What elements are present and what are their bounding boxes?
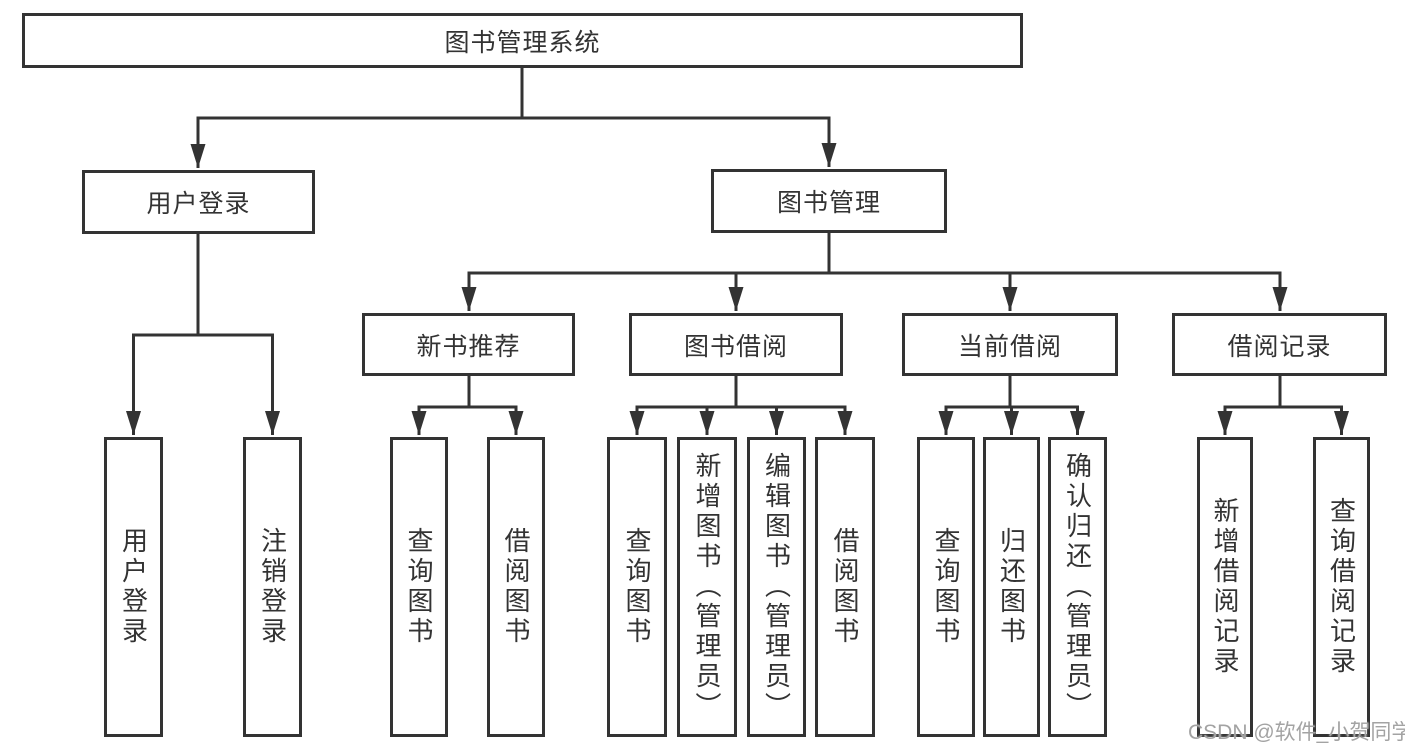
node-label: 当前借阅 [957, 332, 1062, 361]
connector-borrow-split [635, 376, 847, 409]
node-user-login: 用户登录 [82, 170, 315, 234]
leaf-label: 新增借阅记录 [1210, 497, 1240, 677]
leaf-edit-books-admin: 编辑图书（管理员） [747, 437, 806, 737]
leaf-label: 用户登录 [118, 527, 149, 647]
node-label: 新书推荐 [416, 332, 521, 361]
node-label: 图书借阅 [683, 332, 788, 361]
leaf-logout: 注销登录 [243, 437, 302, 737]
leaf-borrow-books: 借阅图书 [487, 437, 545, 737]
leaf-label: 编辑图书（管理员） [761, 452, 792, 722]
node-label: 借阅记录 [1227, 332, 1332, 361]
leaf-label: 查询图书 [931, 527, 961, 647]
leaf-query-books: 查询图书 [607, 437, 667, 737]
leaf-return-books: 归还图书 [983, 437, 1040, 737]
leaf-label: 注销登录 [257, 527, 288, 647]
leaf-confirm-return-admin: 确认归还（管理员） [1048, 437, 1107, 737]
leaf-label: 借阅图书 [501, 527, 531, 647]
leaf-query-books: 查询图书 [390, 437, 448, 737]
connector-book-mgmt-split [467, 233, 1282, 275]
connector-new-rec-split [417, 376, 518, 409]
leaf-label: 查询借阅记录 [1326, 497, 1357, 677]
node-library-management-system: 图书管理系统 [22, 13, 1023, 68]
node-book-management: 图书管理 [711, 169, 947, 233]
connector-root-split [196, 68, 831, 120]
csdn-watermark: CSDN @软件_小贺同学 [1188, 721, 1405, 744]
node-new-book-recommend: 新书推荐 [362, 313, 575, 376]
connector-records-split [1223, 376, 1343, 409]
leaf-borrow-books: 借阅图书 [815, 437, 875, 737]
node-label: 图书管理系统 [444, 28, 601, 57]
connector-current-split [944, 376, 1079, 409]
leaf-query-books: 查询图书 [917, 437, 975, 737]
node-label: 图书管理 [776, 189, 881, 217]
node-label: 用户登录 [146, 190, 251, 218]
leaf-user-login: 用户登录 [104, 437, 163, 737]
leaf-label: 确认归还（管理员） [1062, 452, 1093, 722]
leaf-label: 查询图书 [622, 527, 652, 647]
leaf-query-borrow-record: 查询借阅记录 [1313, 437, 1370, 737]
node-current-borrow: 当前借阅 [902, 313, 1118, 376]
leaf-label: 新增图书（管理员） [692, 452, 722, 722]
connector-user-login-split [132, 234, 274, 337]
leaf-label: 归还图书 [996, 527, 1027, 647]
leaf-label: 查询图书 [404, 527, 434, 647]
leaf-add-borrow-record: 新增借阅记录 [1197, 437, 1253, 737]
leaf-label: 借阅图书 [830, 527, 860, 647]
node-book-borrow: 图书借阅 [629, 313, 843, 376]
node-borrow-records: 借阅记录 [1172, 313, 1387, 376]
leaf-add-books-admin: 新增图书（管理员） [677, 437, 737, 737]
